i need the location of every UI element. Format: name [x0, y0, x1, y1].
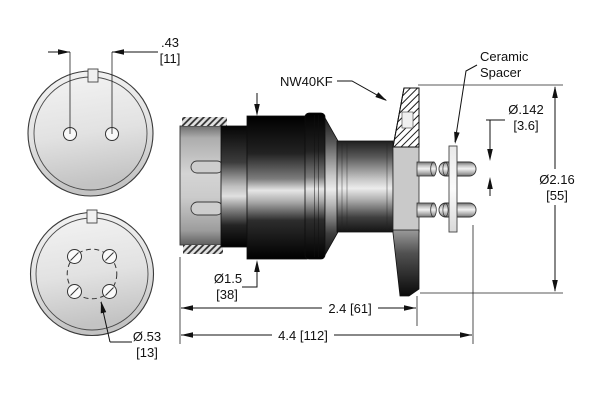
dim-socket-circle-in: Ø.53 [133, 329, 161, 344]
side-view [179, 87, 477, 297]
weld-tube [336, 140, 394, 233]
dim-pin-dia-in: Ø.142 [508, 102, 543, 117]
arrowhead [452, 131, 460, 145]
kf-flange-lower [392, 229, 420, 297]
bayonet-slot [190, 201, 224, 216]
dim-body-length-text: 2.4 [61] [328, 301, 371, 316]
arrowhead [181, 305, 193, 311]
dim-overall-length: 4.4 [112] [181, 225, 474, 344]
collar-ring [304, 112, 326, 260]
oring-groove [401, 111, 414, 129]
dim-pin-dia-mm: [3.6] [513, 118, 538, 133]
pin-stub-bottom [416, 202, 437, 218]
arrowhead [375, 92, 389, 104]
body-cylinder [246, 115, 308, 260]
shell-back-ring [220, 125, 249, 248]
knurl-band-top [182, 117, 227, 126]
dim-body-length: 2.4 [61] [179, 257, 418, 344]
key-notch [87, 68, 99, 83]
pin-face-front-view [27, 68, 154, 197]
dim-body-dia-in: Ø1.5 [214, 271, 242, 286]
arrowhead [404, 305, 416, 311]
arrowhead [58, 49, 70, 55]
dim-flange-dia-mm: [55] [546, 188, 568, 203]
arrowhead [552, 280, 558, 292]
dim-flange-dia: Ø2.16 [55] [418, 84, 579, 294]
pin-top [438, 161, 477, 177]
ceramic-spacer [448, 145, 458, 233]
insulator-face-circle [33, 76, 148, 191]
insulator-face-circle [35, 217, 149, 331]
key-notch [86, 209, 98, 224]
dim-pin-spacing: .43 [11] [48, 35, 180, 134]
dim-pin-spacing-mm: [11] [160, 51, 181, 66]
dim-pin-spacing-in: .43 [161, 35, 179, 50]
dim-body-dia-mm: [38] [216, 287, 238, 302]
bayonet-slot [190, 160, 224, 174]
flange-hub [392, 143, 420, 233]
ceramic-spacer-text-line1: Ceramic [480, 49, 529, 64]
arrowhead [112, 49, 124, 55]
dim-socket-circle: Ø.53 [13] [98, 300, 161, 360]
label-nw40kf: NW40KF [280, 74, 389, 104]
nw40kf-text: NW40KF [280, 74, 333, 89]
ceramic-spacer-text-line2: Spacer [480, 65, 522, 80]
knurl-band-bottom [183, 245, 223, 254]
arrowhead [254, 104, 260, 116]
arrowhead [552, 86, 558, 98]
arrowhead [487, 177, 493, 189]
socket-face-front-view [29, 209, 155, 337]
arrowhead [460, 332, 472, 338]
coupling-shell [179, 125, 223, 246]
dim-flange-dia-in: Ø2.16 [539, 172, 574, 187]
taper [324, 116, 339, 257]
dim-body-dia: Ø1.5 [38] [214, 93, 260, 302]
dim-pin-dia: Ø.142 [3.6] [486, 102, 544, 196]
arrowhead [181, 332, 193, 338]
label-ceramic-spacer: Ceramic Spacer [452, 49, 529, 145]
arrowhead [487, 149, 493, 161]
bolt-circle-dashed [66, 248, 118, 300]
pin-stub-top [416, 161, 437, 177]
dim-overall-length-text: 4.4 [112] [278, 328, 328, 343]
dim-socket-circle-mm: [13] [136, 345, 158, 360]
kf-flange-section-upper [392, 87, 420, 148]
pin-bottom [438, 202, 477, 218]
